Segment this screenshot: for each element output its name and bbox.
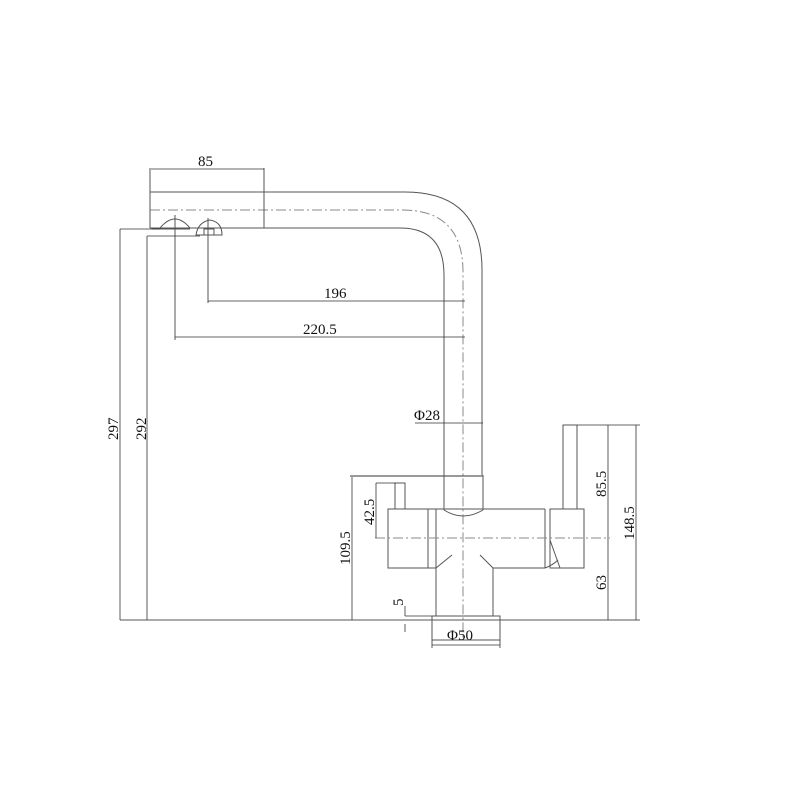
outlet-nozzles <box>152 215 223 340</box>
dim-lever-height-left: 42.5 <box>362 499 378 525</box>
dim-right-total-height: 148.5 <box>622 506 638 540</box>
faucet-body <box>350 424 610 641</box>
dim-body-height: 109.5 <box>338 531 354 565</box>
spout <box>149 168 483 640</box>
dim-outlet-height: 292 <box>134 418 150 441</box>
dim-spout-diameter: Φ28 <box>414 408 440 424</box>
dim-body-center-height: 63 <box>594 575 610 590</box>
dim-outlet-to-center-short: 196 <box>324 286 347 302</box>
dim-base-diameter: Φ50 <box>447 628 473 644</box>
dimension-lines <box>119 168 640 648</box>
dim-total-height: 297 <box>106 417 122 440</box>
dim-lever-height-right: 85.5 <box>594 471 610 497</box>
dim-spout-head-width: 85 <box>198 154 213 170</box>
dim-base-gap: 5 <box>391 599 407 607</box>
dim-outlet-to-center-long: 220.5 <box>303 322 337 338</box>
